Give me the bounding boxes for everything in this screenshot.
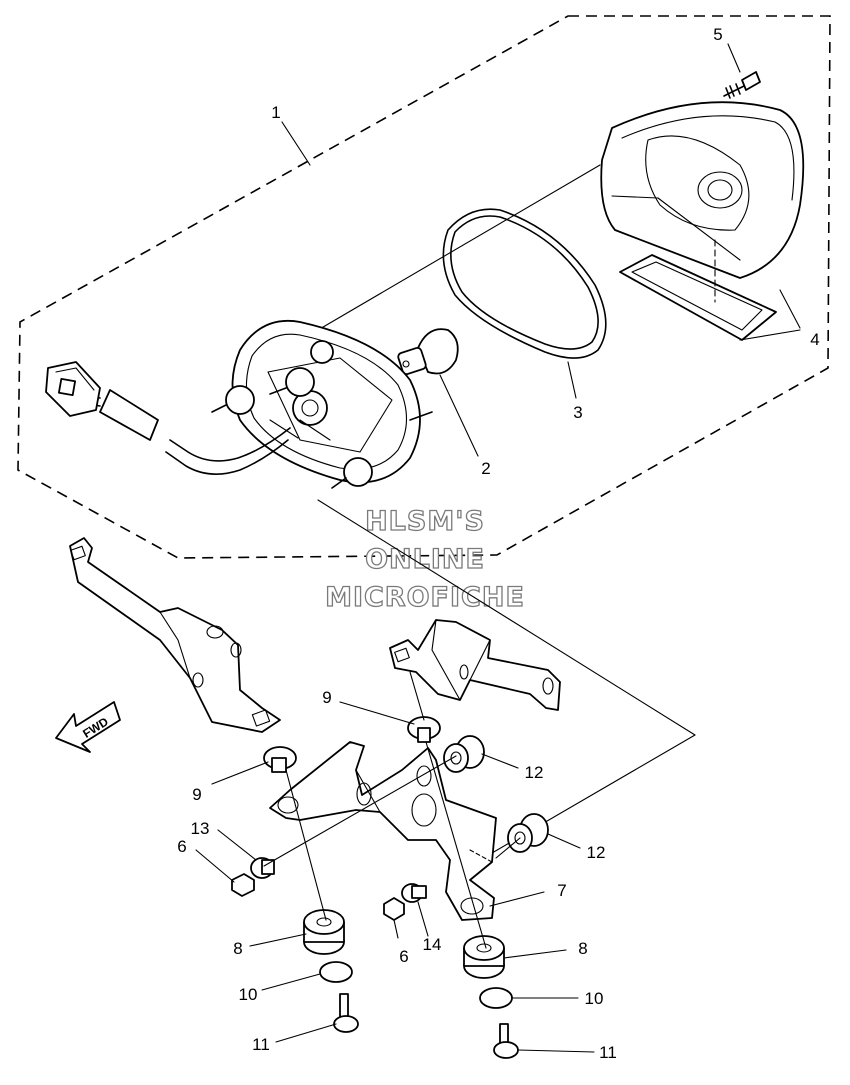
axis-line-lower	[317, 499, 696, 736]
callout-10b: 10	[585, 989, 604, 1008]
callout-7: 7	[557, 881, 566, 900]
lens-screw	[723, 71, 761, 99]
tail-lens	[600, 101, 805, 341]
grommet-12-upper	[443, 735, 485, 773]
watermark: HLSM'S ONLINE MICROFICHE	[324, 505, 525, 613]
bulb	[397, 328, 459, 376]
callout-5: 5	[713, 25, 722, 44]
collar-14	[401, 883, 427, 903]
washer-10-left	[319, 961, 353, 983]
leader-lines	[195, 43, 801, 1053]
callout-12b: 12	[587, 843, 606, 862]
callout-1: 1	[271, 103, 280, 122]
lens-gasket	[442, 208, 607, 359]
callout-6a: 6	[177, 837, 186, 856]
axis-left-stack	[285, 769, 327, 921]
left-mount-bracket	[69, 537, 281, 733]
callout-2: 2	[481, 459, 490, 478]
callout-10a: 10	[239, 985, 258, 1004]
callout-9b: 9	[322, 688, 331, 707]
damper-8-left	[303, 909, 345, 955]
callout-12a: 12	[525, 763, 544, 782]
assembly-boundary	[17, 15, 831, 559]
nut-6-left	[231, 873, 255, 897]
callout-3: 3	[573, 403, 582, 422]
callout-11b: 11	[599, 1043, 617, 1062]
callout-labels: 1 2 3 4 5 6 6 7 8 8 9 9 10 10 11 11 12 1…	[177, 25, 819, 1062]
damper-8-right	[463, 935, 505, 979]
axis-right-stack	[425, 741, 487, 949]
watermark-line-2: ONLINE	[365, 544, 485, 575]
callout-4: 4	[810, 330, 819, 349]
tail-light-housing	[211, 320, 433, 489]
bolt-11-right	[493, 1023, 519, 1059]
axis-washer-9-right	[409, 671, 425, 721]
washer-10-right	[479, 987, 513, 1009]
right-upper-bracket	[389, 619, 561, 711]
fwd-arrow-icon: FWD	[55, 701, 121, 753]
washer-9-left	[263, 746, 297, 773]
axis-grommet-lower	[495, 837, 521, 859]
watermark-line-1: HLSM'S	[365, 506, 485, 537]
grommet-12-lower	[507, 813, 549, 853]
callout-13: 13	[191, 819, 210, 838]
washer-9-right	[407, 716, 441, 743]
collar-13	[250, 857, 275, 879]
callout-9a: 9	[192, 785, 201, 804]
watermark-line-3: MICROFICHE	[325, 582, 525, 613]
nut-6-right	[383, 897, 405, 921]
callout-8a: 8	[233, 939, 242, 958]
axis-line-upper	[317, 164, 601, 331]
callout-8b: 8	[578, 939, 587, 958]
axis-grommet-upper	[263, 755, 457, 867]
callout-11a: 11	[252, 1035, 270, 1054]
callout-14: 14	[423, 935, 442, 954]
wire-harness	[45, 361, 291, 475]
callout-6b: 6	[399, 947, 408, 966]
bolt-11-left	[333, 993, 359, 1033]
